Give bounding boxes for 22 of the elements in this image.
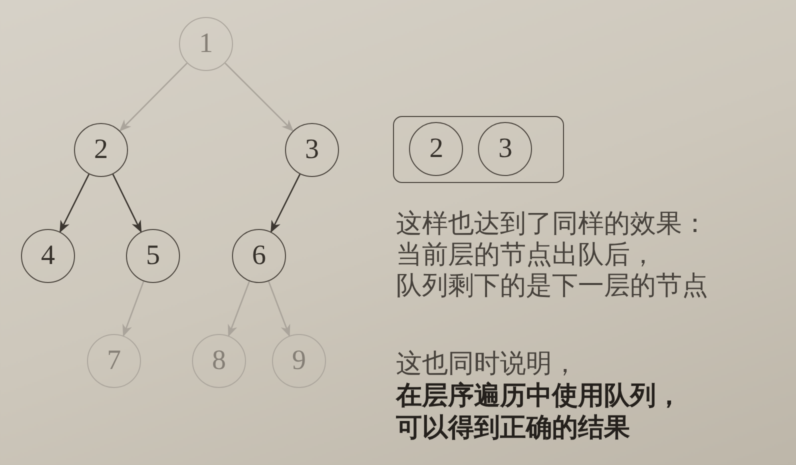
tree-node-circle: 7 — [87, 334, 141, 388]
arrow — [59, 174, 90, 233]
queue-box — [393, 116, 564, 183]
arrow — [112, 174, 142, 233]
tree-node-circle: 3 — [285, 123, 339, 177]
explanation-text: 这样也达到了同样的效果：当前层的节点出队后，队列剩下的是下一层的节点 — [396, 209, 708, 302]
arrow — [122, 281, 144, 337]
tree-node-circle: 6 — [232, 229, 286, 283]
arrow — [119, 62, 188, 132]
tree-node-circle: 8 — [192, 334, 246, 388]
queue-node-circle: 2 — [409, 122, 464, 176]
explanation-text: 这也同时说明，在层序遍历中使用队列，可以得到正确的结果 — [396, 348, 682, 444]
tree-node-circle: 1 — [179, 17, 233, 71]
tree-node-circle: 4 — [21, 229, 75, 283]
tree-node-circle: 9 — [272, 334, 326, 388]
arrow — [268, 280, 290, 337]
tree-node-circle: 2 — [74, 123, 128, 177]
queue-node-circle: 3 — [478, 122, 532, 176]
arrow — [224, 62, 294, 132]
tree-node-circle: 5 — [126, 229, 180, 283]
arrow — [270, 174, 301, 233]
arrow — [228, 280, 250, 337]
